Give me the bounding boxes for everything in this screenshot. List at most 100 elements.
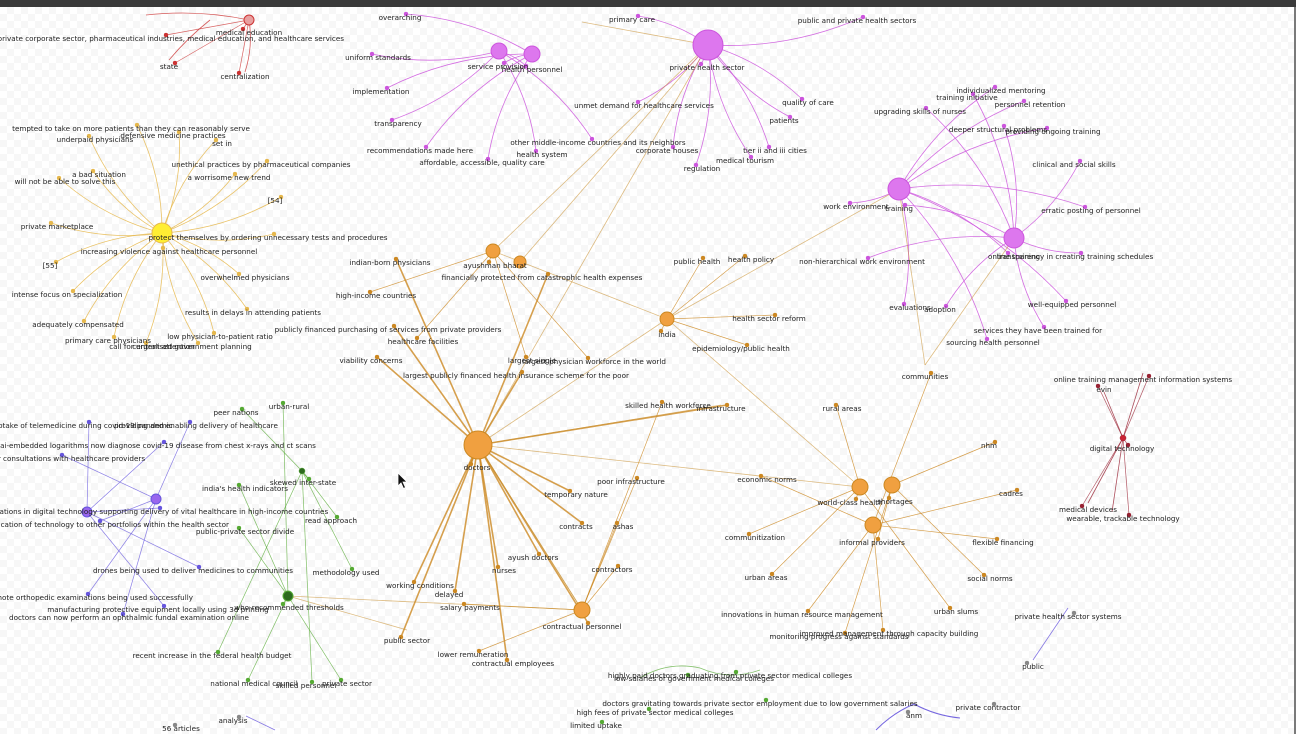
node-services-they-have-been-trained-for[interactable]: [1041, 324, 1047, 330]
node-erratic-posting-of-personnel[interactable]: [1082, 204, 1088, 210]
node-contracts[interactable]: [579, 520, 585, 526]
node-ashas[interactable]: [614, 520, 620, 526]
node-monitoring-progress-against-standards[interactable]: [842, 630, 848, 636]
node-54[interactable]: [278, 194, 284, 200]
hub-node[interactable]: [883, 476, 901, 494]
node-clinical-and-social-skills[interactable]: [1077, 158, 1083, 164]
hub-node[interactable]: [659, 311, 675, 327]
node-results-in-delays-in-attending-patients[interactable]: [244, 306, 250, 312]
hub-node[interactable]: [151, 222, 173, 244]
node-private-contractor[interactable]: [991, 701, 997, 707]
hub-node[interactable]: [282, 590, 294, 602]
hub-node[interactable]: [485, 243, 501, 259]
node-intense-focus-on-specialization[interactable]: [70, 288, 76, 294]
node-largest-physician-workforce-in-the-world[interactable]: [585, 355, 591, 361]
node-will-not-be-able-to-solve-this[interactable]: [56, 175, 62, 181]
node-underpaid-physicians[interactable]: [86, 133, 92, 139]
node-read-approach[interactable]: [334, 514, 340, 520]
node-uniform-standards[interactable]: [369, 51, 375, 57]
node-lower-remuneration[interactable]: [476, 648, 482, 654]
node-flexible-financing[interactable]: [994, 536, 1000, 542]
hub-node[interactable]: [81, 506, 93, 518]
network-graph-canvas[interactable]: ween private corporate sector, pharmaceu…: [0, 7, 1294, 734]
node-high-fees-of-private-sector-medical-coll[interactable]: [646, 706, 652, 712]
node-skewed-inter-state[interactable]: [306, 476, 312, 482]
window-scrollbar[interactable]: [1294, 7, 1296, 734]
node-publicly-financed-purchasing-of-services[interactable]: [391, 323, 397, 329]
node-economic-norms[interactable]: [758, 473, 764, 479]
node-delayed[interactable]: [452, 588, 458, 594]
node-private-health-sector[interactable]: [698, 61, 704, 67]
node-working-conditions[interactable]: [411, 579, 417, 585]
node-primary-care[interactable]: [635, 13, 641, 19]
node-informal-providers[interactable]: [875, 536, 881, 542]
node-peer-nations[interactable]: [239, 406, 245, 412]
node-well-equipped-personnel[interactable]: [1063, 298, 1069, 304]
hub-node[interactable]: [1119, 434, 1127, 442]
node-a-bad-situation[interactable]: [90, 168, 96, 174]
node-social-norms[interactable]: [981, 572, 987, 578]
hub-node[interactable]: [692, 29, 724, 61]
node-ayushman-bharat[interactable]: [486, 259, 492, 265]
node-skilled-health-workforce[interactable]: [659, 399, 665, 405]
node-increasing-violence-against-healthcare-p[interactable]: [160, 245, 166, 251]
node-rural-areas[interactable]: [833, 402, 839, 408]
node-training-initiative[interactable]: [970, 91, 976, 97]
node-call-for-urgent-attention[interactable]: [143, 340, 149, 346]
node-corporate-houses[interactable]: [670, 144, 676, 150]
node-low-physician-to-patient-ratio[interactable]: [211, 330, 217, 336]
node-analysis[interactable]: [236, 714, 242, 720]
node-india[interactable]: [658, 328, 664, 334]
node-india-s-health-indicators[interactable]: [236, 482, 242, 488]
node-medical-devices[interactable]: [1079, 503, 1085, 509]
node-personnel-retention[interactable]: [1021, 98, 1027, 104]
node-non-hierarchical-work-environment[interactable]: [865, 255, 871, 261]
node-state[interactable]: [172, 60, 178, 66]
hub-node[interactable]: [851, 478, 869, 496]
node-health-system[interactable]: [533, 148, 539, 154]
node-work-environment[interactable]: [847, 200, 853, 206]
node-private-sector[interactable]: [338, 677, 344, 683]
knowledge-graph[interactable]: ween private corporate sector, pharmaceu…: [0, 7, 1294, 734]
node-communities[interactable]: [928, 370, 934, 376]
node-public-health[interactable]: [700, 255, 706, 261]
node-largest-single[interactable]: [523, 354, 529, 360]
node-uptake-of-telemedicine-during-covid-19-p[interactable]: [86, 419, 92, 425]
node-health-personnel[interactable]: [523, 63, 529, 69]
node-patients[interactable]: [787, 114, 793, 120]
node-recommendations-made-here[interactable]: [423, 144, 429, 150]
node-online-training[interactable]: [1005, 250, 1011, 256]
node-providing-and-enabling-delivery-of-healt[interactable]: [187, 419, 193, 425]
node-contractors[interactable]: [615, 563, 621, 569]
node-private-marketplace[interactable]: [48, 220, 54, 226]
node-high-income-countries[interactable]: [367, 289, 373, 295]
hub-node[interactable]: [513, 255, 527, 269]
node-centralised-government-planning[interactable]: [195, 340, 201, 346]
node-regulation[interactable]: [693, 162, 699, 168]
node-evaluations[interactable]: [901, 301, 907, 307]
node-skilled-personnel[interactable]: [309, 679, 315, 685]
node-providing-ongoing-training[interactable]: [1044, 125, 1050, 131]
node-improved-management-through-capacity-bui[interactable]: [880, 627, 886, 633]
node-sourcing-health-personnel[interactable]: [984, 336, 990, 342]
node-highly-paid-doctors-graduating-from-priv[interactable]: [733, 669, 739, 675]
node-tier-ii-and-iii-cities[interactable]: [766, 144, 772, 150]
node-ayush-doctors[interactable]: [536, 551, 542, 557]
node-who-recommended-thresholds[interactable]: [280, 601, 286, 607]
node-tempted-to-take-on-more-patients-than-th[interactable]: [134, 122, 140, 128]
node-national-medical-council[interactable]: [245, 677, 251, 683]
node-infrastructure[interactable]: [724, 402, 730, 408]
node-drones-being-used-to-deliver-medicines-t[interactable]: [196, 564, 202, 570]
graph-nodes[interactable]: [48, 11, 1152, 728]
node-doctors-can-now-perform-an-ophthalmic-fu[interactable]: [120, 611, 126, 617]
node-private-health-sector-systems[interactable]: [1071, 610, 1077, 616]
node-contractual-personnel[interactable]: [585, 620, 591, 626]
node-public[interactable]: [1024, 660, 1030, 666]
node-viability-concerns[interactable]: [374, 354, 380, 360]
hub-node[interactable]: [243, 14, 255, 26]
node-a-worrisome-new-trend[interactable]: [232, 171, 238, 177]
node-centralization[interactable]: [236, 70, 242, 76]
node-epidemiology-public-health[interactable]: [744, 342, 750, 348]
node-healthcare-facilities[interactable]: [414, 335, 420, 341]
node-indian-born-physicians[interactable]: [393, 256, 399, 262]
